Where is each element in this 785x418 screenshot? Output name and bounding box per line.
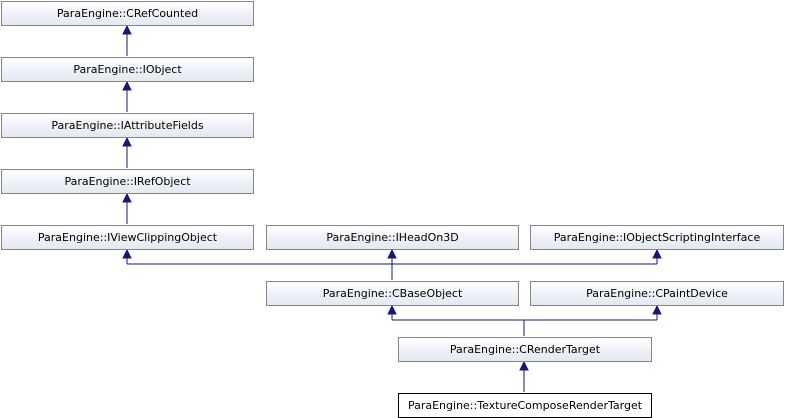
class-node-irefobject[interactable]: ParaEngine::IRefObject	[1, 169, 254, 194]
edge-arrowhead	[519, 360, 529, 371]
edge-arrowhead	[122, 248, 132, 259]
class-node-crefcounted[interactable]: ParaEngine::CRefCounted	[1, 1, 254, 26]
class-node-iviewclippingobject[interactable]: ParaEngine::IViewClippingObject	[1, 225, 254, 250]
class-node-texturecomposerendertarget: ParaEngine::TextureComposeRenderTarget	[398, 393, 652, 418]
edge-arrowhead	[387, 304, 397, 315]
edge-arrowhead	[122, 192, 132, 203]
class-node-crendertarget[interactable]: ParaEngine::CRenderTarget	[398, 337, 652, 362]
class-node-iobjectscriptinginterface[interactable]: ParaEngine::IObjectScriptingInterface	[530, 225, 784, 250]
class-node-cpaintdevice[interactable]: ParaEngine::CPaintDevice	[530, 281, 784, 306]
edge-arrowhead	[122, 136, 132, 147]
edge-arrowhead	[652, 304, 662, 315]
class-node-iheadon3d[interactable]: ParaEngine::IHeadOn3D	[266, 225, 519, 250]
class-node-iattributefields[interactable]: ParaEngine::IAttributeFields	[1, 113, 254, 138]
edge-arrowhead	[652, 248, 662, 259]
edge-arrowhead	[387, 248, 397, 259]
class-node-cbaseobject[interactable]: ParaEngine::CBaseObject	[266, 281, 519, 306]
edge-arrowhead	[122, 80, 132, 91]
class-node-iobject[interactable]: ParaEngine::IObject	[1, 57, 254, 82]
edge-arrowhead	[122, 24, 132, 35]
